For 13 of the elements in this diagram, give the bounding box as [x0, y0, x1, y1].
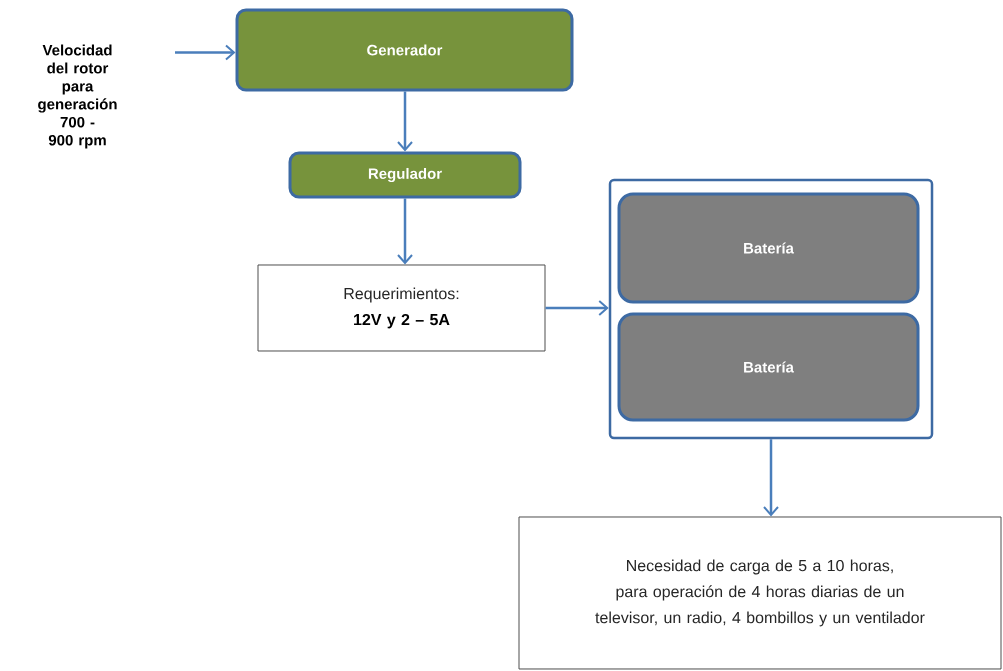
- process-box: Generador: [235, 8, 574, 92]
- arrow: [763, 439, 779, 517]
- input-label: Velocidad del rotor para generación 700 - 900 rpm: [38, 44, 117, 149]
- arrow: [397, 198, 413, 265]
- battery-group-box: [608, 178, 934, 440]
- arrow: [175, 44, 236, 61]
- battery-box: Batería: [617, 192, 920, 304]
- battery-box: Batería: [617, 312, 920, 422]
- arrow: [397, 91, 413, 152]
- note-box: Necesidad de carga de 5 a 10 horas, para operación de 4 horas diarias de un televisor, un radio, 4 bombillos y un ventilador: [518, 516, 1002, 670]
- process-box: Regulador: [288, 151, 522, 199]
- arrow: [545, 300, 609, 316]
- text-box: Requerimientos: 12V y 2 – 5A: [257, 264, 546, 352]
